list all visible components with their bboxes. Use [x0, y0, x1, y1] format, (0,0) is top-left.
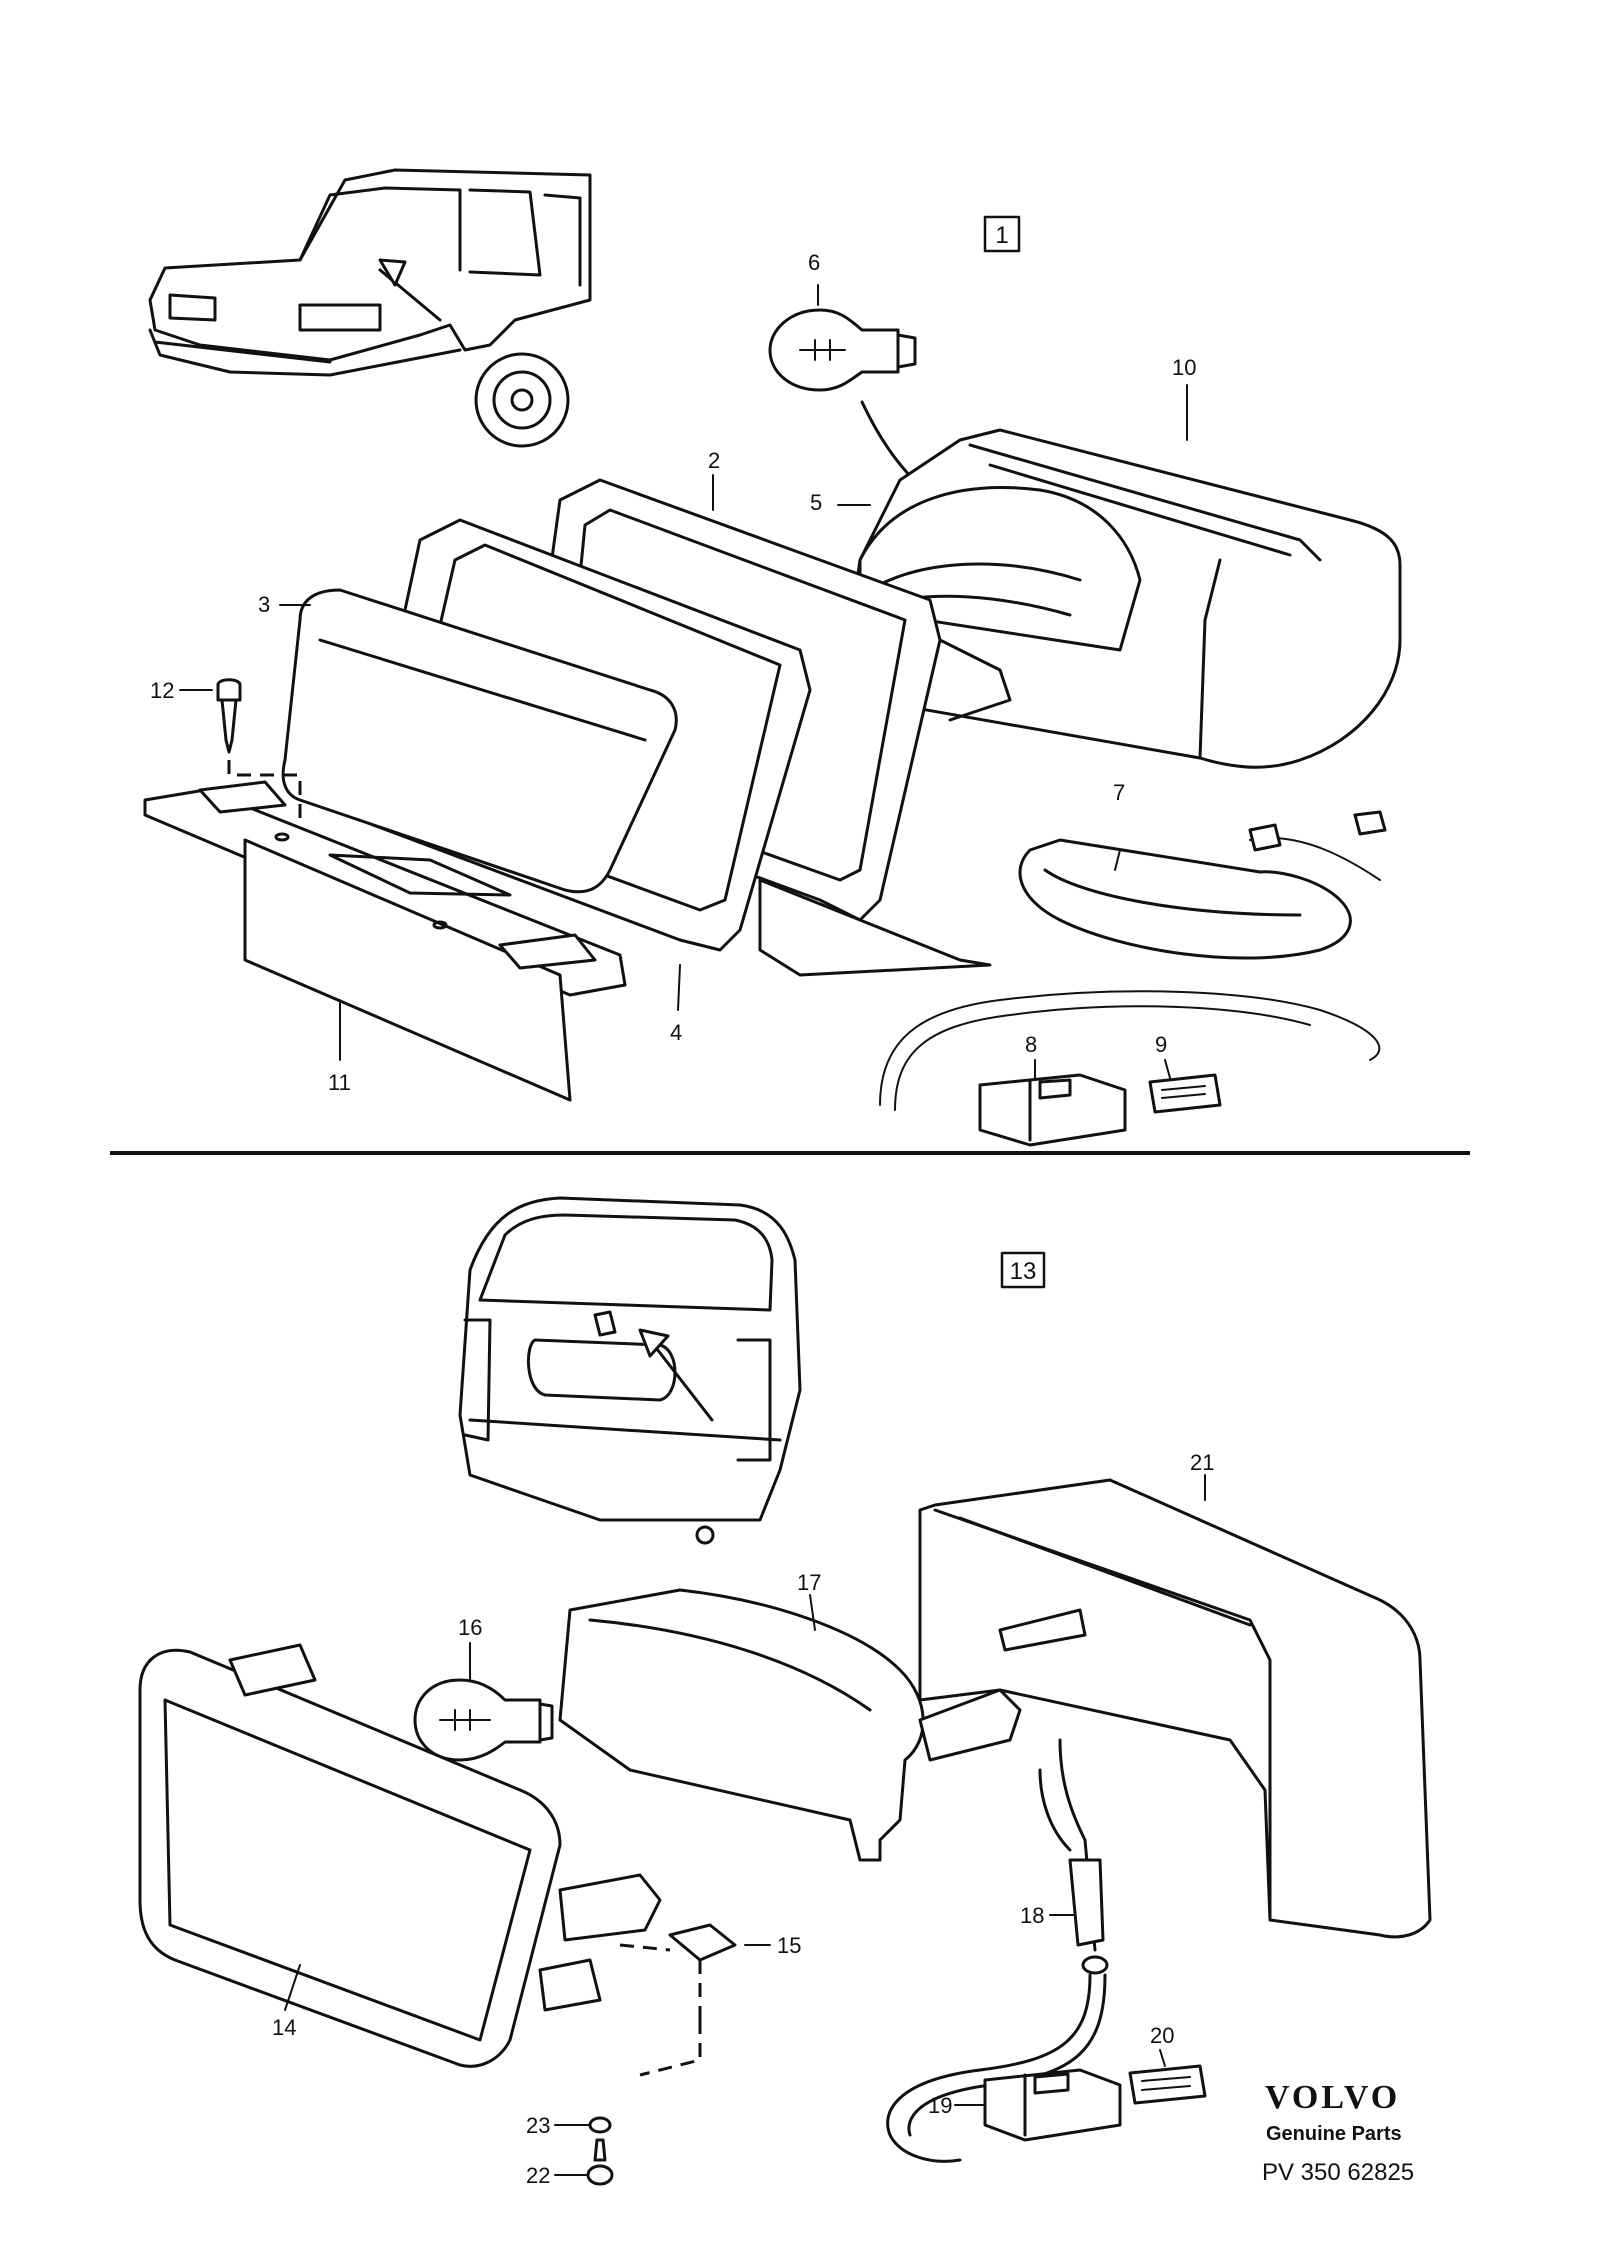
section-1-label: 1 — [995, 222, 1008, 249]
connector-part-19 — [983, 2068, 1122, 2142]
screw-part-12 — [216, 678, 302, 820]
part-reference-code: PV 350 62825 — [1262, 2159, 1414, 2186]
part-6-label: 6 — [808, 250, 820, 275]
volvo-logo-text: VOLVO — [1265, 2079, 1400, 2116]
part-20-label: 20 — [1150, 2023, 1174, 2048]
washer-part-23 — [588, 2116, 612, 2134]
part-9-label: 9 — [1155, 1032, 1167, 1057]
part-17-label: 17 — [797, 1570, 821, 1595]
part-11-label: 11 — [328, 1070, 351, 1095]
part-2-label: 2 — [708, 448, 720, 473]
part-19-label: 19 — [928, 2093, 952, 2118]
part-5-label: 5 — [810, 490, 822, 515]
bulb-part-16 — [413, 1678, 554, 1762]
connector-part-8 — [978, 1073, 1127, 1147]
part-12-label: 12 — [150, 678, 174, 703]
part-10-label: 10 — [1172, 355, 1196, 380]
section-13-label: 13 — [1010, 1258, 1037, 1285]
part-16-label: 16 — [458, 1615, 482, 1640]
part-21-label: 21 — [1190, 1450, 1214, 1475]
connector-part-20 — [1128, 2064, 1207, 2105]
harness-part-18 — [886, 1738, 1109, 2163]
sedan-car-illustration — [148, 168, 592, 448]
part-4-label: 4 — [670, 1020, 682, 1045]
genuine-parts-text: Genuine Parts — [1266, 2123, 1402, 2145]
part-7-label: 7 — [1113, 780, 1125, 805]
part-22-label: 22 — [526, 2163, 550, 2188]
part-14-label: 14 — [272, 2015, 296, 2040]
housing-part-21 — [918, 1478, 1432, 1939]
part-8-label: 8 — [1025, 1032, 1037, 1057]
section-13-box: 13 — [1000, 1251, 1046, 1289]
part-23-label: 23 — [526, 2113, 550, 2138]
leader-lines-bottom — [284, 1474, 1206, 2176]
lens-part-3 — [281, 588, 678, 894]
reflector-part-17 — [558, 1588, 1022, 1862]
part-18-label: 18 — [1020, 1903, 1044, 1928]
screw-part-22 — [586, 2138, 614, 2186]
clip-part-15 — [619, 1923, 737, 2077]
panel-part-11 — [143, 780, 627, 1102]
connector-part-9 — [1148, 1073, 1222, 1114]
volvo-branding: VOLVO Genuine Parts PV 350 62825 — [1262, 2079, 1414, 2186]
leader-lines-top — [179, 284, 1188, 1079]
lamp-part-14 — [138, 1643, 662, 2068]
harness-part-7 — [879, 810, 1387, 1111]
estate-car-illustration — [458, 1196, 802, 1545]
section-1-box: 1 — [983, 215, 1021, 253]
part-3-label: 3 — [258, 592, 270, 617]
part-15-label: 15 — [777, 1933, 801, 1958]
